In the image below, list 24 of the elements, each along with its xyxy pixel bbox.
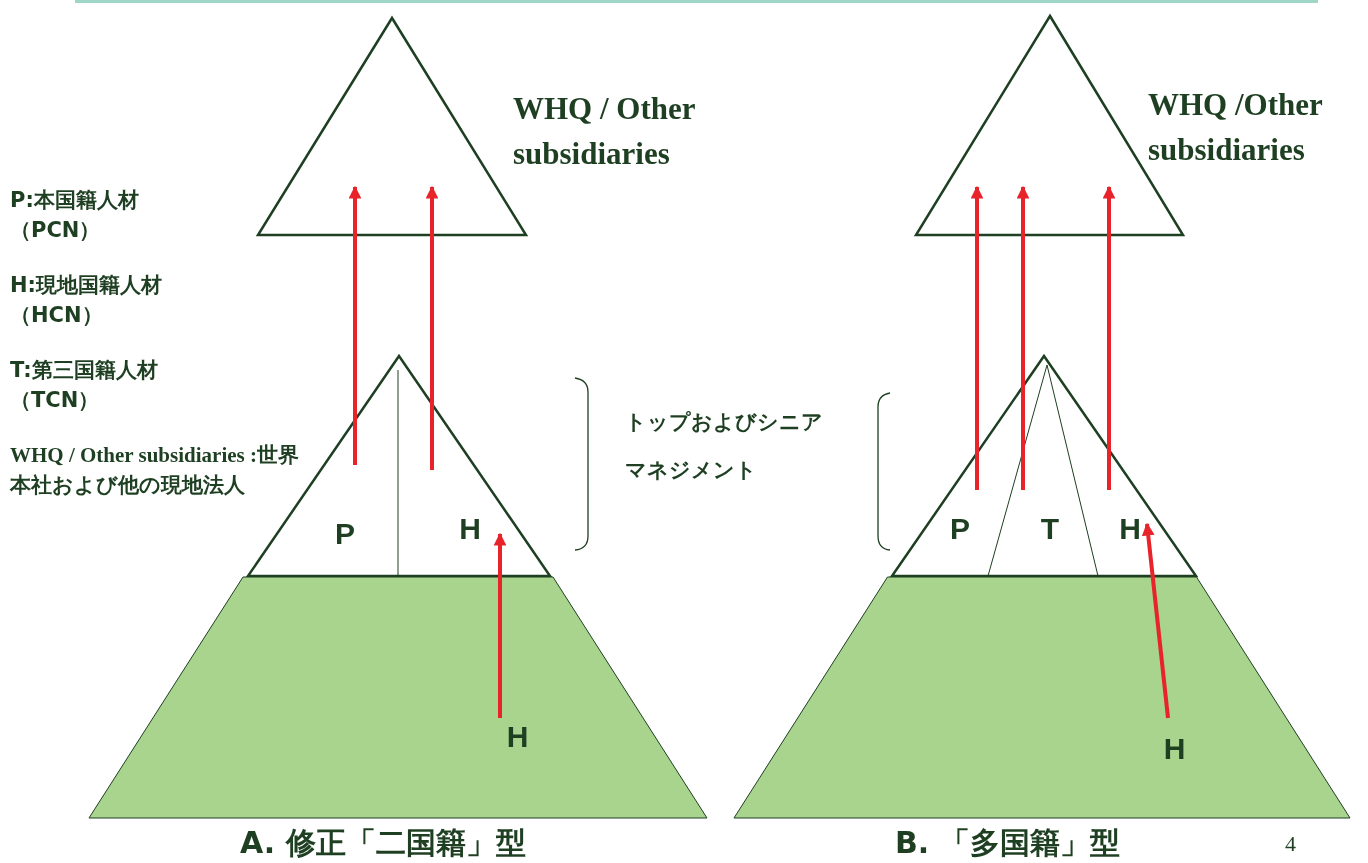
section-letter: T [1010, 490, 1090, 560]
group-label: WHQ / Other subsidiaries [513, 90, 696, 173]
arrow [425, 185, 439, 470]
section-letter: P [305, 465, 385, 565]
arrow [970, 185, 984, 490]
arrow [1102, 185, 1116, 490]
section-letter: H [1152, 718, 1197, 763]
arrow [493, 532, 507, 718]
group-label: WHQ /Other subsidiaries [1148, 86, 1324, 169]
section-letter: P [935, 490, 985, 560]
section-letter: H [405, 470, 535, 570]
definition-text: T:第三国籍人材（TCN） [10, 357, 159, 415]
diagram-caption: B. 「多国籍」型 [895, 826, 1121, 859]
definition-text: H:現地国籍人材（HCN） [10, 272, 163, 330]
section-letter: H [495, 718, 540, 763]
diagram-caption: A. 修正「二国籍」型 [240, 826, 527, 859]
bracket-label: トップおよびシニアマネジメント [625, 409, 824, 485]
arrow [1141, 522, 1170, 719]
arrow [348, 185, 362, 465]
definition-text: P:本国籍人材（PCN） [10, 187, 140, 245]
arrow [1016, 185, 1030, 490]
section-letter: H [1095, 490, 1165, 560]
definition-text: WHQ / Other subsidiaries :世界本社および他の現地法人 [10, 442, 300, 500]
page-number: 4 [1285, 832, 1297, 857]
